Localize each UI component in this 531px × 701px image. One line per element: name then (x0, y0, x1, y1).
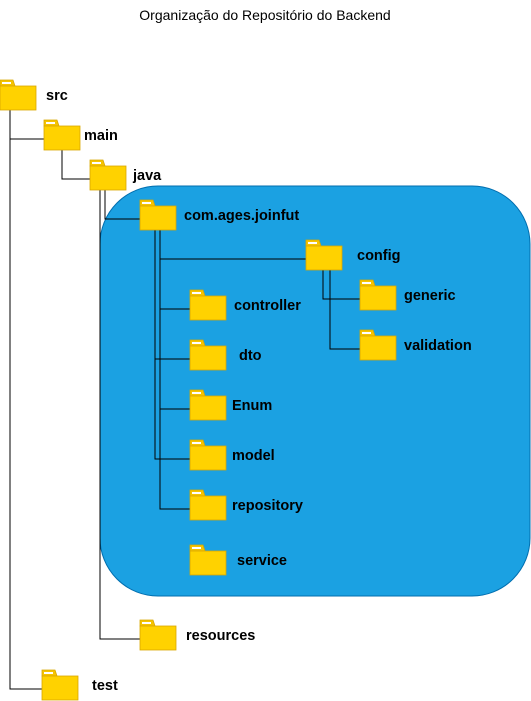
folder-node-config[interactable]: config (305, 239, 401, 271)
connector-java-joinfut (104, 190, 140, 220)
folder-node-joinfut[interactable]: com.ages.joinfut (139, 199, 299, 231)
folder-label-generic: generic (404, 288, 456, 304)
folder-icon (305, 239, 343, 271)
folder-label-controller: controller (234, 298, 301, 314)
connector-config-validation (329, 270, 360, 350)
folder-label-validation: validation (404, 338, 472, 354)
folder-node-dto[interactable]: dto (189, 339, 262, 371)
folder-icon (359, 329, 397, 361)
connector-java-resources (99, 190, 140, 640)
folder-icon (139, 619, 177, 651)
folder-label-model: model (232, 448, 275, 464)
folder-node-main[interactable]: main (43, 119, 118, 151)
folder-label-config: config (357, 248, 401, 264)
connector-joinfut-model (154, 230, 190, 460)
connector-main-java (61, 150, 90, 180)
folder-label-resources: resources (186, 628, 255, 644)
folder-node-repository[interactable]: repository (189, 489, 303, 521)
folder-icon (189, 289, 227, 321)
folder-label-java: java (132, 168, 162, 184)
folder-node-generic[interactable]: generic (359, 279, 456, 311)
folder-icon (189, 439, 227, 471)
folder-icon (139, 199, 177, 231)
folder-label-dto: dto (239, 348, 262, 364)
connector-joinfut-repository (159, 230, 190, 510)
folder-icon (0, 79, 37, 111)
folder-icon (359, 279, 397, 311)
folder-node-controller[interactable]: controller (189, 289, 301, 321)
folder-label-service: service (237, 553, 287, 569)
folder-label-test: test (92, 678, 118, 694)
folder-node-src[interactable]: src (0, 79, 68, 111)
folder-label-joinfut: com.ages.joinfut (184, 208, 299, 224)
folder-icon (189, 389, 227, 421)
folder-label-enum: Enum (232, 398, 272, 414)
folder-icon (41, 669, 79, 701)
folder-label-src: src (46, 88, 68, 104)
folder-node-service[interactable]: service (189, 544, 287, 576)
diagram-title: Organização do Repositório do Backend (139, 7, 390, 23)
folder-node-test[interactable]: test (41, 669, 118, 701)
folder-icon (189, 489, 227, 521)
tree-connectors (9, 110, 360, 690)
folder-node-model[interactable]: model (189, 439, 275, 471)
folder-node-java[interactable]: java (89, 159, 162, 191)
folder-label-main: main (84, 128, 118, 144)
folder-node-resources[interactable]: resources (139, 619, 255, 651)
folder-icon (43, 119, 81, 151)
folder-icon (189, 544, 227, 576)
folder-label-repository: repository (232, 498, 303, 514)
connector-src-test (9, 110, 42, 690)
folder-nodes: src main java com.ages.joinfut config generic… (0, 79, 472, 701)
folder-icon (189, 339, 227, 371)
folder-node-enum[interactable]: Enum (189, 389, 272, 421)
connector-src-main (9, 110, 44, 140)
connector-config-generic (322, 270, 360, 300)
folder-node-validation[interactable]: validation (359, 329, 472, 361)
folder-icon (89, 159, 127, 191)
